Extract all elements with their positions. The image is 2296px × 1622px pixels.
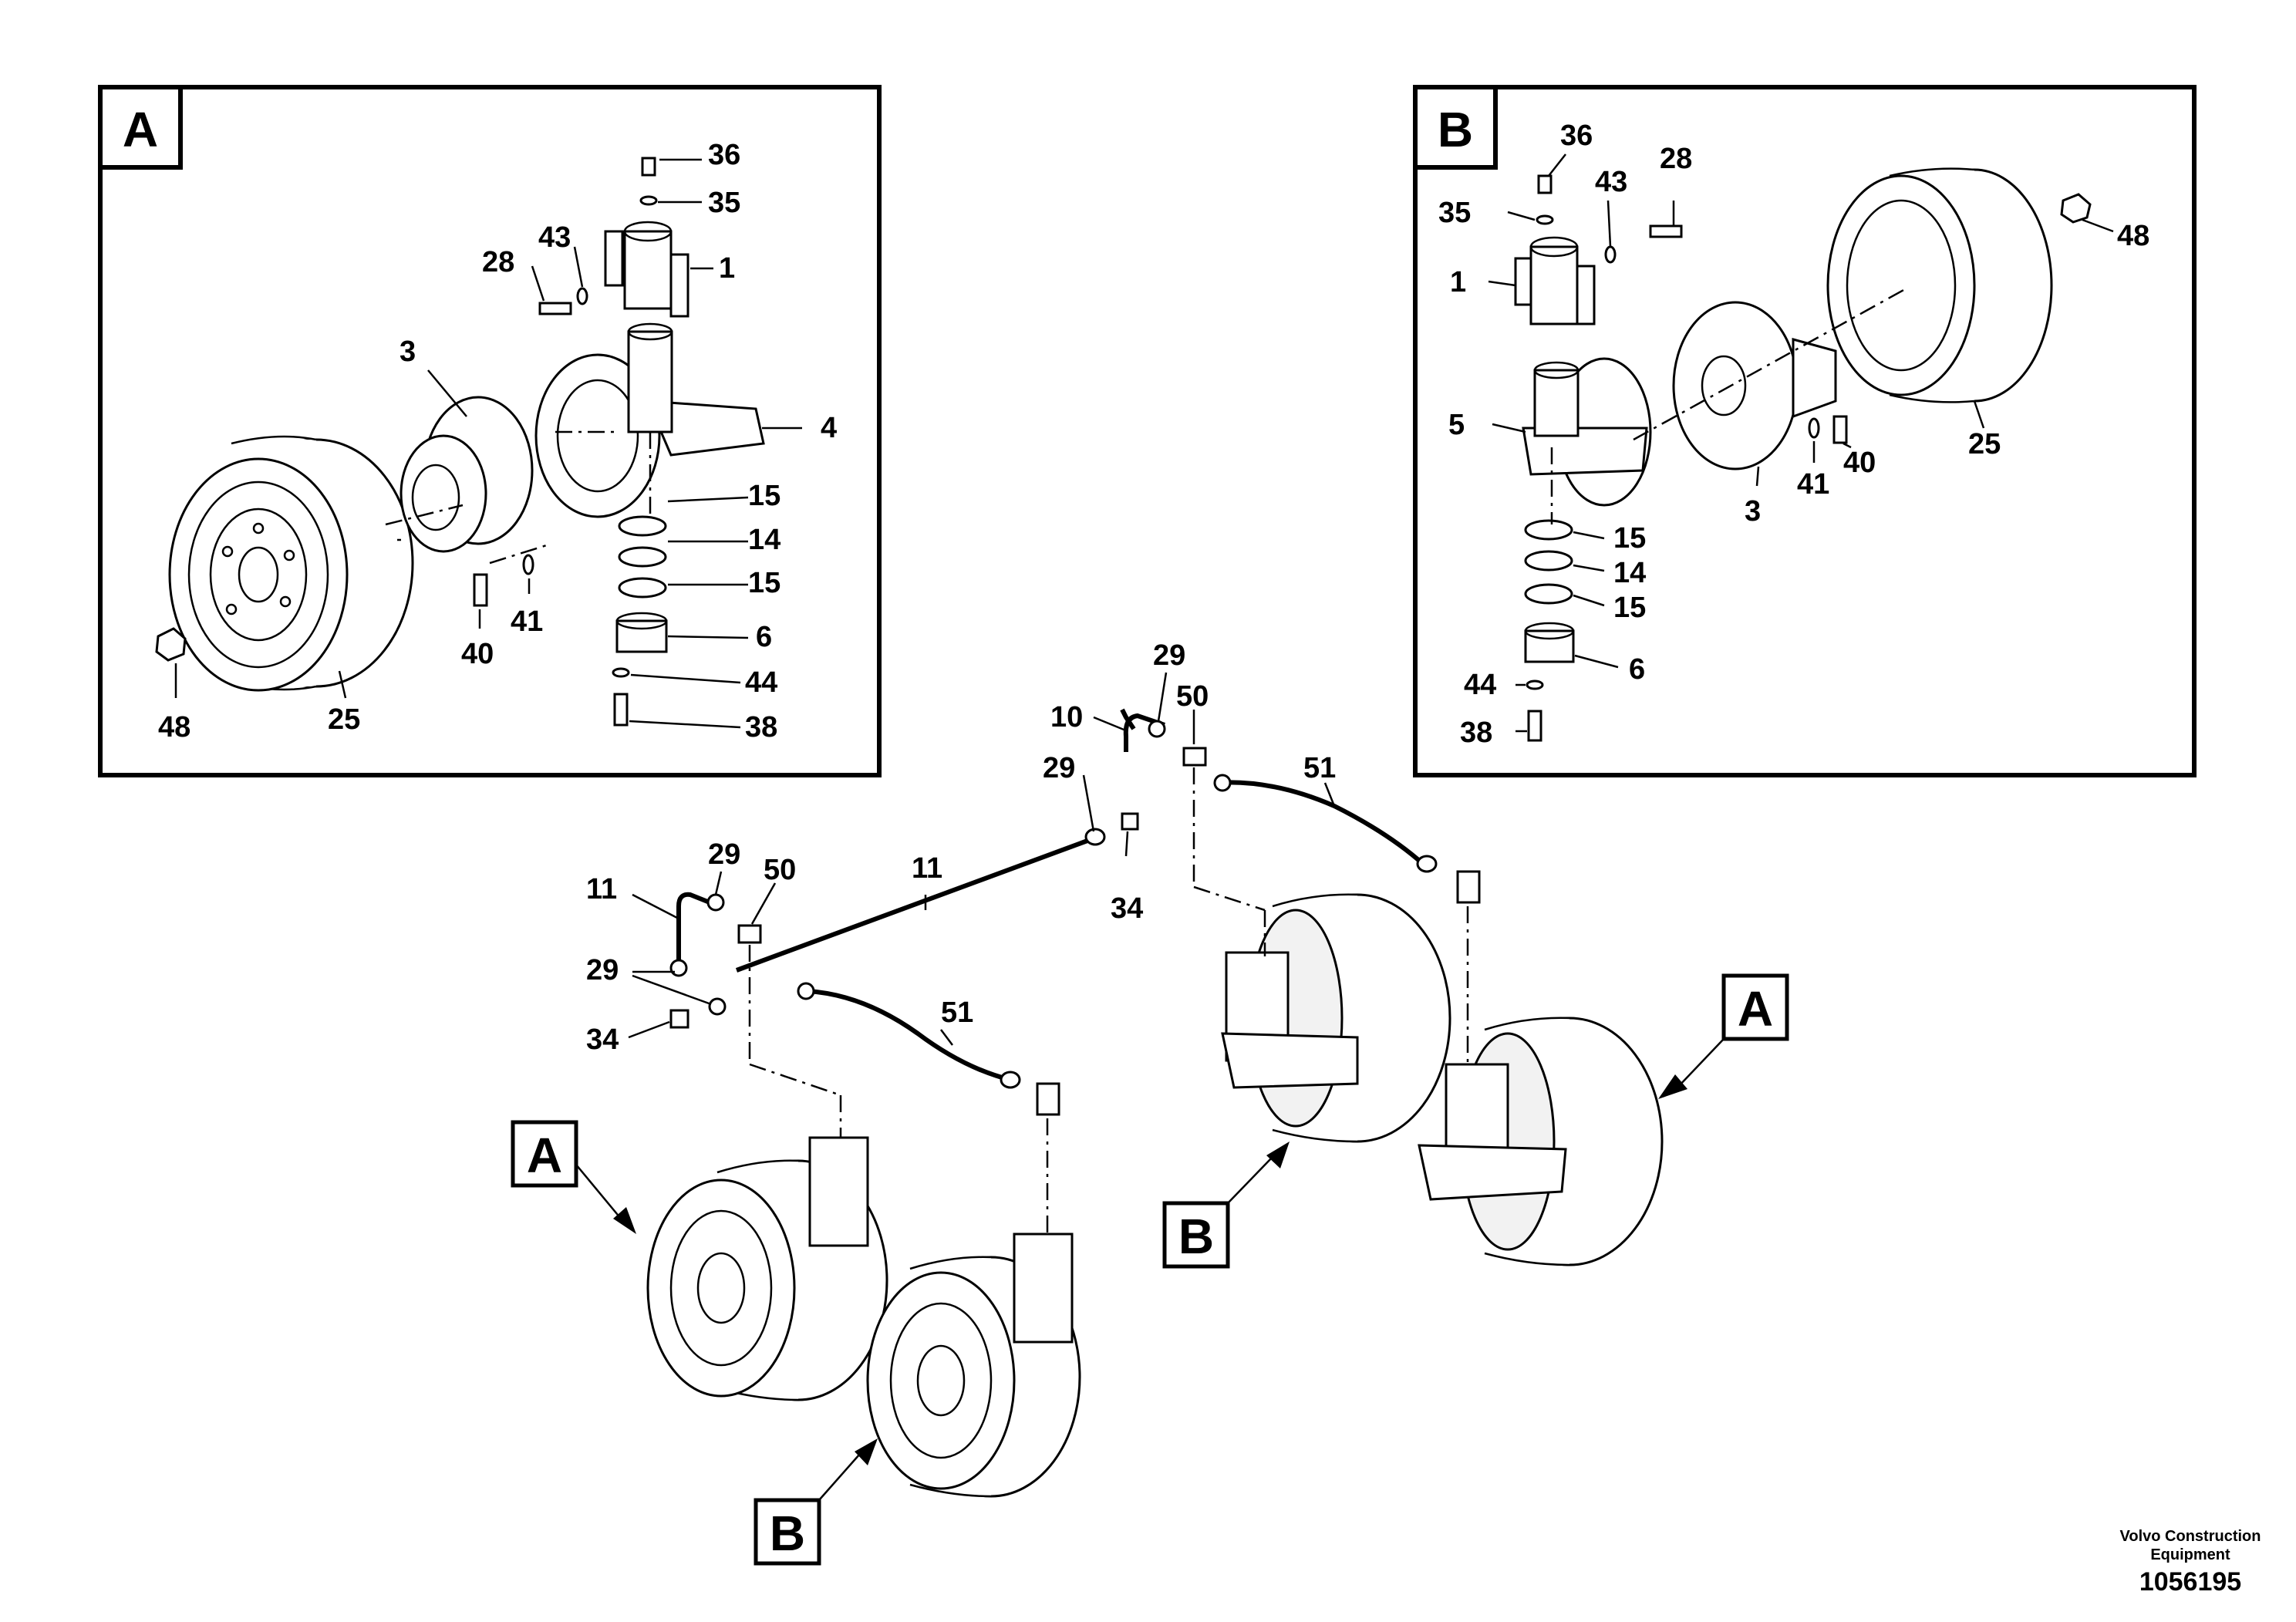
assembly-label-51-right: 51 [1303, 752, 1336, 784]
panel-a-leaders [174, 158, 802, 729]
knuckle-drawing [534, 322, 765, 518]
assembly-label-11-left: 11 [586, 873, 617, 905]
panel-a-letter: A [123, 102, 158, 157]
panel-a-label-44: 44 [745, 666, 777, 699]
panel-b-label-15a: 15 [1613, 522, 1646, 555]
panel-b-label-35: 35 [1438, 197, 1471, 229]
callout-a-right-box [1721, 973, 1789, 1041]
panel-a-label-36: 36 [708, 139, 740, 171]
assembly-label-10: 10 [1050, 701, 1083, 733]
callout-a-left-box [511, 1120, 578, 1188]
panel-a-label-15a: 15 [748, 480, 781, 512]
panel-b-label-15b: 15 [1613, 592, 1646, 624]
panel-a-label-14: 14 [748, 524, 781, 556]
panel-a-label-41: 41 [511, 605, 543, 638]
panel-a-label-38: 38 [745, 711, 777, 744]
panel-b-label-6: 6 [1629, 653, 1645, 686]
assembly-label-51-left: 51 [941, 996, 973, 1029]
callout-b-left: B [770, 1506, 805, 1561]
panel-a-label-15b: 15 [748, 567, 781, 599]
panel-b-wheel-drawing [1826, 167, 2053, 403]
assembly-label-34-right: 34 [1111, 892, 1143, 925]
main-assembly: 29 10 50 51 29 11 34 11 29 50 29 34 51 [586, 639, 1664, 1498]
panel-b-label-40: 40 [1843, 447, 1876, 479]
assembly-label-29-top: 29 [1153, 639, 1185, 672]
panel-b-letter: B [1438, 102, 1473, 157]
callout-b-left-box [754, 1498, 821, 1566]
assembly-label-50-right: 50 [1176, 680, 1209, 713]
callout-a-left: A [527, 1128, 562, 1183]
panel-b-leaders [1488, 153, 2114, 733]
panel-b-label-1: 1 [1450, 266, 1466, 298]
panel-a-label-3: 3 [400, 336, 416, 368]
panel-b: B [1413, 85, 2197, 777]
right-wheel-pair [1221, 893, 1664, 1266]
company-name-line2: Equipment [2150, 1546, 2230, 1563]
wheel-drawing [168, 435, 414, 692]
panel-b-label-36: 36 [1560, 120, 1593, 152]
panel-b-label-14: 14 [1613, 557, 1646, 589]
callouts: A A B B [511, 973, 1789, 1566]
panel-a-label-35: 35 [708, 187, 740, 219]
panel-b-label-41: 41 [1797, 468, 1829, 501]
callout-a-right: A [1738, 981, 1773, 1037]
callout-b-right: B [1178, 1209, 1214, 1264]
panel-b-label-28: 28 [1660, 143, 1692, 175]
panel-a-label-1: 1 [719, 252, 735, 285]
panel-a-label-4: 4 [821, 412, 837, 444]
panel-a-label-43: 43 [538, 221, 571, 254]
panel-b-label-25: 25 [1968, 428, 2001, 460]
panel-a-label-25: 25 [328, 703, 360, 736]
pin-cap-drawing [604, 221, 689, 318]
panel-b-letter-box [1413, 85, 1498, 170]
panel-a-label-40: 40 [461, 638, 494, 670]
callout-b-right-box [1162, 1201, 1230, 1269]
panel-a-letter-box [98, 85, 183, 170]
panel-a-label-48: 48 [158, 711, 190, 744]
left-wheel-pair [646, 1136, 1081, 1498]
panel-a-label-6: 6 [756, 621, 772, 653]
panel-b-label-38: 38 [1460, 717, 1492, 749]
panel-b-label-48: 48 [2117, 220, 2149, 252]
panel-b-label-44: 44 [1464, 669, 1496, 701]
footer: Volvo Construction Equipment 1056195 [2120, 1528, 2261, 1597]
assembly-leaders [628, 672, 1336, 1046]
company-name-line1: Volvo Construction [2120, 1528, 2261, 1545]
assembly-label-29-left-bottom: 29 [586, 954, 619, 986]
assembly-label-34-left: 34 [586, 1023, 619, 1056]
document-number: 1056195 [2139, 1567, 2241, 1597]
panel-a-label-28: 28 [482, 246, 514, 278]
assembly-label-50-left: 50 [764, 854, 796, 886]
panel-a: A [98, 85, 882, 777]
assembly-label-29-mid: 29 [1043, 752, 1075, 784]
panel-b-label-3: 3 [1745, 495, 1761, 528]
panel-b-label-43: 43 [1595, 166, 1627, 198]
assembly-label-29-left-top: 29 [708, 838, 740, 871]
panel-b-label-5: 5 [1448, 409, 1465, 441]
assembly-label-11-center: 11 [912, 852, 942, 885]
